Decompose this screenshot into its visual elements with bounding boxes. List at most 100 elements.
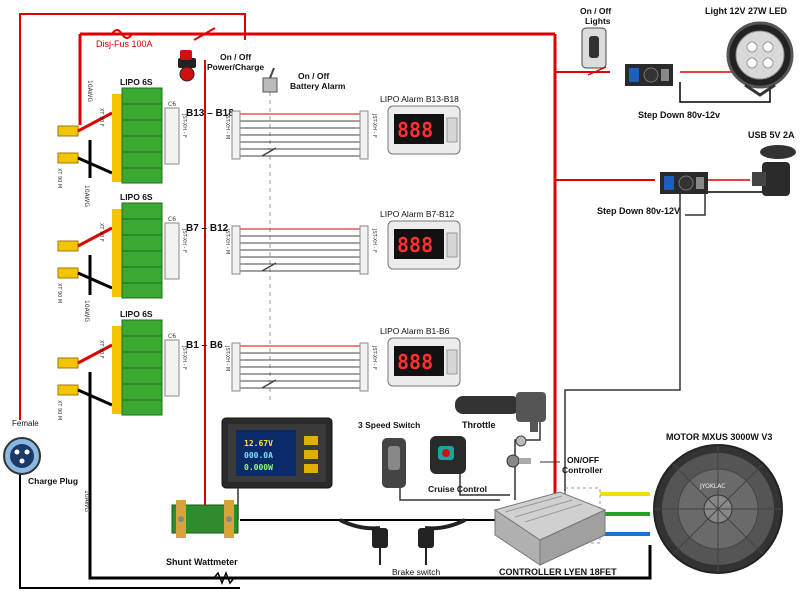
xt90-connector-icon [57, 125, 79, 137]
led-light-icon [726, 21, 794, 97]
lipo-alarm-icon: 888 [387, 220, 461, 270]
alarm-switch-contact [261, 379, 277, 389]
lipo-alarm-icon: 888 [387, 105, 461, 155]
balance-female-label: JST-XH - F [371, 345, 377, 370]
battery-positive-lead [77, 343, 113, 365]
throttle-label: Throttle [462, 420, 496, 430]
alarm-label: LIPO Alarm B1-B6 [380, 326, 450, 336]
xt90-connector-icon [57, 357, 79, 369]
alarm-label: LIPO Alarm B13-B18 [380, 94, 459, 104]
balance-connector-icon [164, 107, 180, 165]
wattmeter-voltage: 12.67V [244, 439, 273, 448]
usb-label: USB 5V 2A [748, 130, 795, 140]
alarm-label: LIPO Alarm B7-B12 [380, 209, 454, 219]
cruise-label: Cruise Control [428, 484, 487, 494]
balance-female-label: JST-XH - F [371, 113, 377, 138]
battery-negative-lead [77, 271, 113, 290]
female-label: Female [12, 419, 39, 428]
motor-brand: JYOKLAC [699, 483, 725, 490]
wire-gauge-4: 10AWG [83, 490, 90, 512]
power-switch-icon[interactable] [178, 50, 196, 82]
cell-range-label: B7 – B12 [186, 223, 229, 234]
balance-plug-left-icon [231, 225, 241, 275]
balance-plug-right-icon [359, 110, 369, 160]
xt90-connector-icon [57, 152, 79, 164]
balance-female-label: JST-XH - F [371, 228, 377, 253]
stepdown-module-2-icon [659, 171, 709, 195]
battery-positive-lead [77, 226, 113, 248]
brake-label: Brake switch [392, 567, 440, 577]
xt90-connector-icon [57, 384, 79, 396]
balance-connector-label: JST-XH - F [181, 345, 187, 370]
xt90-f-label: XT 90 F [98, 108, 104, 127]
balance-c6-label: C6 [168, 333, 176, 340]
wire-gauge-1: 10AWG [86, 80, 93, 102]
xt90-m-label: XT 90 M [56, 168, 62, 188]
cell-range-label: B1 – B6 [186, 340, 223, 351]
fuse-label: Disj-Fus 100A [96, 39, 153, 49]
lights-switch-label-1: On / Off [580, 6, 611, 16]
alarm-display: 888 [397, 118, 433, 142]
balance-plug-right-icon [359, 225, 369, 275]
battery-label: LIPO 6S [120, 77, 153, 87]
battery-label: LIPO 6S [120, 192, 153, 202]
balance-connector-icon [164, 339, 180, 397]
xt90-f-label: XT 90 F [98, 223, 104, 242]
breaker-switch-icon[interactable] [193, 27, 216, 41]
hub-motor-icon [653, 444, 783, 574]
balance-connector-label: JST-XH - F [181, 228, 187, 253]
alarm-switch-contact [261, 262, 277, 272]
key-switch-icon[interactable] [506, 435, 531, 468]
wattmeter-current: 000.0A [244, 451, 273, 460]
balance-connector-label: JST-XH - F [181, 113, 187, 138]
wattmeter-icon [221, 417, 333, 489]
controller-label: CONTROLLER LYEN 18FET [499, 567, 617, 577]
alarm-display: 888 [397, 350, 433, 374]
balance-male-label: JST-XH - M [224, 113, 230, 139]
balance-male-label: JST-XH - M [224, 228, 230, 254]
alarm-switch-label-2: Battery Alarm [290, 81, 346, 91]
brake-lever-left-icon[interactable] [339, 518, 388, 565]
stepdown2-label: Step Down 80v-12V [597, 206, 680, 216]
lights-switch-label-2: Lights [585, 16, 611, 26]
battery-tab-icon [112, 209, 122, 297]
battery-negative-lead [77, 388, 113, 407]
alarm-toggle-switch-icon[interactable] [262, 67, 278, 93]
power-switch-label-2: Power/Charge [207, 62, 264, 72]
light-label: Light 12V 27W LED [705, 6, 788, 16]
balance-c6-label: C6 [168, 101, 176, 108]
alarm-display: 888 [397, 233, 433, 257]
battery-negative-lead [77, 156, 113, 175]
speed-switch-icon[interactable] [382, 438, 406, 488]
cell-range-label: B13 – B18 [186, 108, 234, 119]
cruise-control-icon[interactable] [430, 436, 466, 474]
onoff-controller-label-2: Controller [562, 465, 603, 475]
shunt-icon [171, 500, 239, 538]
onoff-controller-label-1: ON/OFF [567, 455, 599, 465]
lights-switch-icon[interactable] [581, 27, 607, 76]
stepdown1-label: Step Down 80v-12v [638, 110, 720, 120]
xt90-m-label: XT 90 M [56, 283, 62, 303]
battery-label: LIPO 6S [120, 309, 153, 319]
brake-lever-right-icon[interactable] [418, 518, 466, 565]
wire-gauge-2: 10AWG [83, 185, 90, 207]
xt90-f-label: XT 90 F [98, 340, 104, 359]
balance-male-label: JST-XH - M [224, 345, 230, 371]
lipo-alarm-icon: 888 [387, 337, 461, 387]
controller-icon [493, 491, 607, 566]
usb-socket-icon [752, 145, 796, 196]
battery-tab-icon [112, 94, 122, 182]
charge-plug-icon [3, 437, 41, 475]
charge-plug-label: Charge Plug [28, 476, 78, 486]
power-switch-label-1: On / Off [220, 52, 251, 62]
wattmeter-power: 0.000W [244, 463, 273, 472]
shunt-label: Shunt Wattmeter [166, 557, 238, 567]
balance-connector-icon [164, 222, 180, 280]
stepdown-module-1-icon [624, 63, 674, 87]
battery-positive-lead [77, 111, 113, 133]
